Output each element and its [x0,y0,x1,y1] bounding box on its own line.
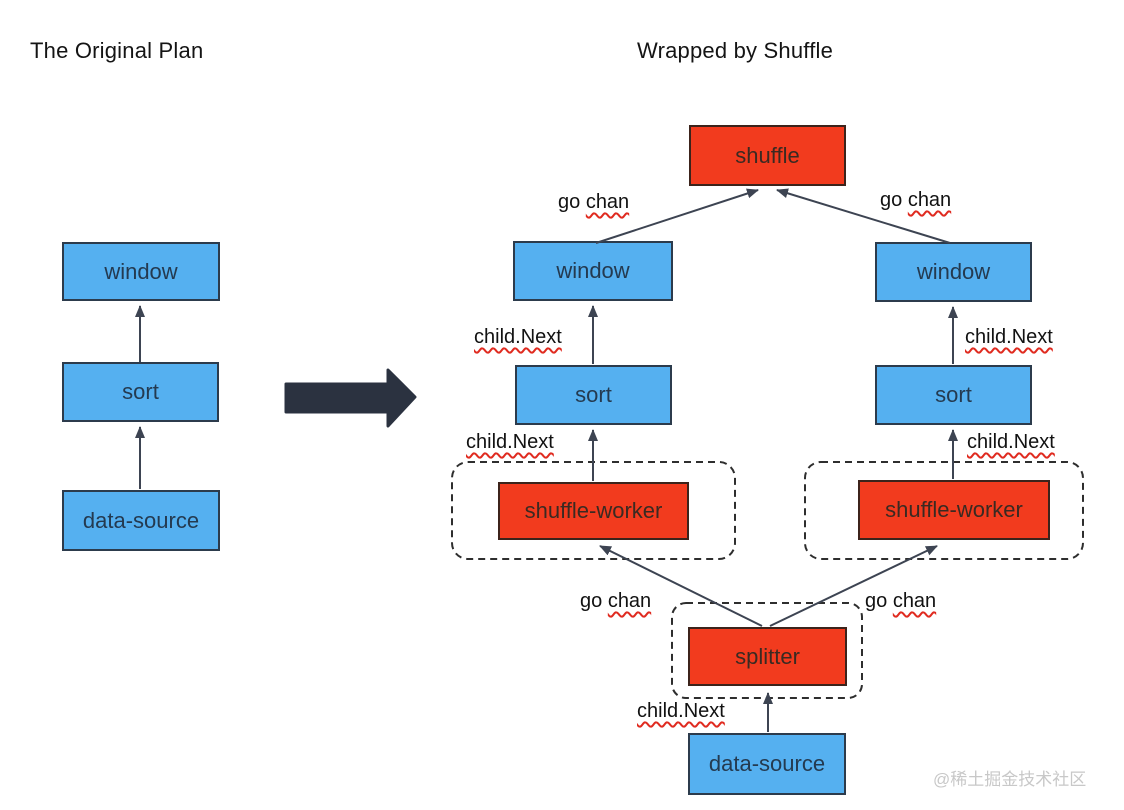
edge-label-go-chan-mid-right: go chan [865,590,936,613]
node-original-sort: sort [62,362,219,422]
edge-label-misspelled: chan [607,590,652,612]
edge-label-misspelled: child.Next [967,431,1055,453]
edge-label-misspelled: child.Next [466,431,554,453]
node-window-right: window [875,242,1032,302]
node-label: splitter [735,643,800,669]
node-splitter: splitter [688,627,847,686]
transform-arrow [284,368,417,428]
right-panel-title: Wrapped by Shuffle [637,38,834,63]
edge-label-child-next-bottom: child.Next [637,700,725,723]
node-label: window [916,259,991,284]
watermark: @稀土掘金技术社区 [933,770,1087,789]
node-label: data-source [708,751,826,776]
edge-label-go-chan-top-left: go chan [558,191,629,214]
edge-label-child-next-right-upper: child.Next [965,326,1053,349]
node-window-left: window [513,241,673,301]
edge-label-misspelled: chan [892,590,937,612]
node-label: shuffle-worker [524,498,663,523]
node-label: shuffle [735,142,800,168]
node-label: shuffle-worker [885,497,1023,522]
edge-label-text: go [880,189,908,211]
node-original-data-source: data-source [62,490,220,551]
edge-label-text: go [865,590,893,612]
edge-label-child-next-right-lower: child.Next [967,431,1055,454]
left-panel-title: The Original Plan [30,38,204,63]
node-original-window: window [62,242,220,301]
edge-splitter-to-worker-right [769,545,938,627]
edge-label-child-next-left-lower: child.Next [466,431,554,454]
edge-label-go-chan-top-right: go chan [880,189,951,212]
node-label: sort [122,379,159,404]
node-label: data-source [82,507,200,533]
node-label: sort [575,382,612,407]
node-label: sort [935,382,972,407]
edge-label-misspelled: child.Next [637,700,725,722]
edge-label-go-chan-mid-left: go chan [580,590,651,613]
node-shuffle: shuffle [689,125,846,186]
edge-label-misspelled: chan [907,189,952,211]
node-shuffle-worker-right: shuffle-worker [858,480,1050,540]
node-sort-left: sort [515,365,672,425]
edge-splitter-to-worker-left [599,545,763,627]
edge-label-misspelled: child.Next [965,326,1053,348]
node-label: window [556,258,630,283]
node-wrapped-data-source: data-source [688,733,846,795]
edge-label-misspelled: chan [585,191,630,213]
edge-label-text: go [580,590,608,612]
edge-label-child-next-left-upper: child.Next [474,326,562,349]
node-label: window [104,258,178,284]
edge-label-text: go [558,191,586,213]
node-sort-right: sort [875,365,1032,425]
node-shuffle-worker-left: shuffle-worker [498,482,689,540]
edge-label-misspelled: child.Next [474,326,562,348]
